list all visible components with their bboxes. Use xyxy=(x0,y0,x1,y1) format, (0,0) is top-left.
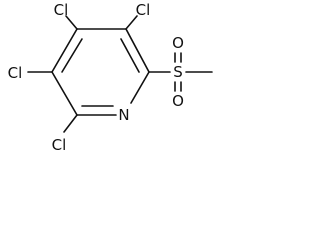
bond-c6-cl xyxy=(63,114,78,133)
bond-c4-cl xyxy=(65,15,78,30)
chemical-structure: Cl Cl Cl Cl N S O O xyxy=(8,1,213,154)
atom-label-cl-top-left: Cl xyxy=(54,1,69,19)
atom-label-oxygen-upper: O xyxy=(172,34,184,52)
ring-double-bond-c4-c5-inner xyxy=(61,38,83,73)
pyridine-ring xyxy=(51,28,150,116)
atom-label-cl-bottom: Cl xyxy=(52,136,67,154)
atom-label-sulfur: S xyxy=(173,63,183,81)
bond-c3-cl xyxy=(125,15,138,30)
atom-label-ring-nitrogen: N xyxy=(118,106,129,124)
ring-bond-c3-c2 xyxy=(125,28,150,73)
atom-label-oxygen-lower: O xyxy=(172,92,184,110)
ring-bond-c6-c5 xyxy=(51,71,78,116)
ring-bond-c2-n xyxy=(130,71,150,104)
atom-label-cl-top-right: Cl xyxy=(136,1,151,19)
ring-bond-c5-c4 xyxy=(51,28,78,73)
atom-label-cl-left: Cl xyxy=(8,64,23,82)
ring-double-bond-c3-c2-inner xyxy=(120,38,140,73)
